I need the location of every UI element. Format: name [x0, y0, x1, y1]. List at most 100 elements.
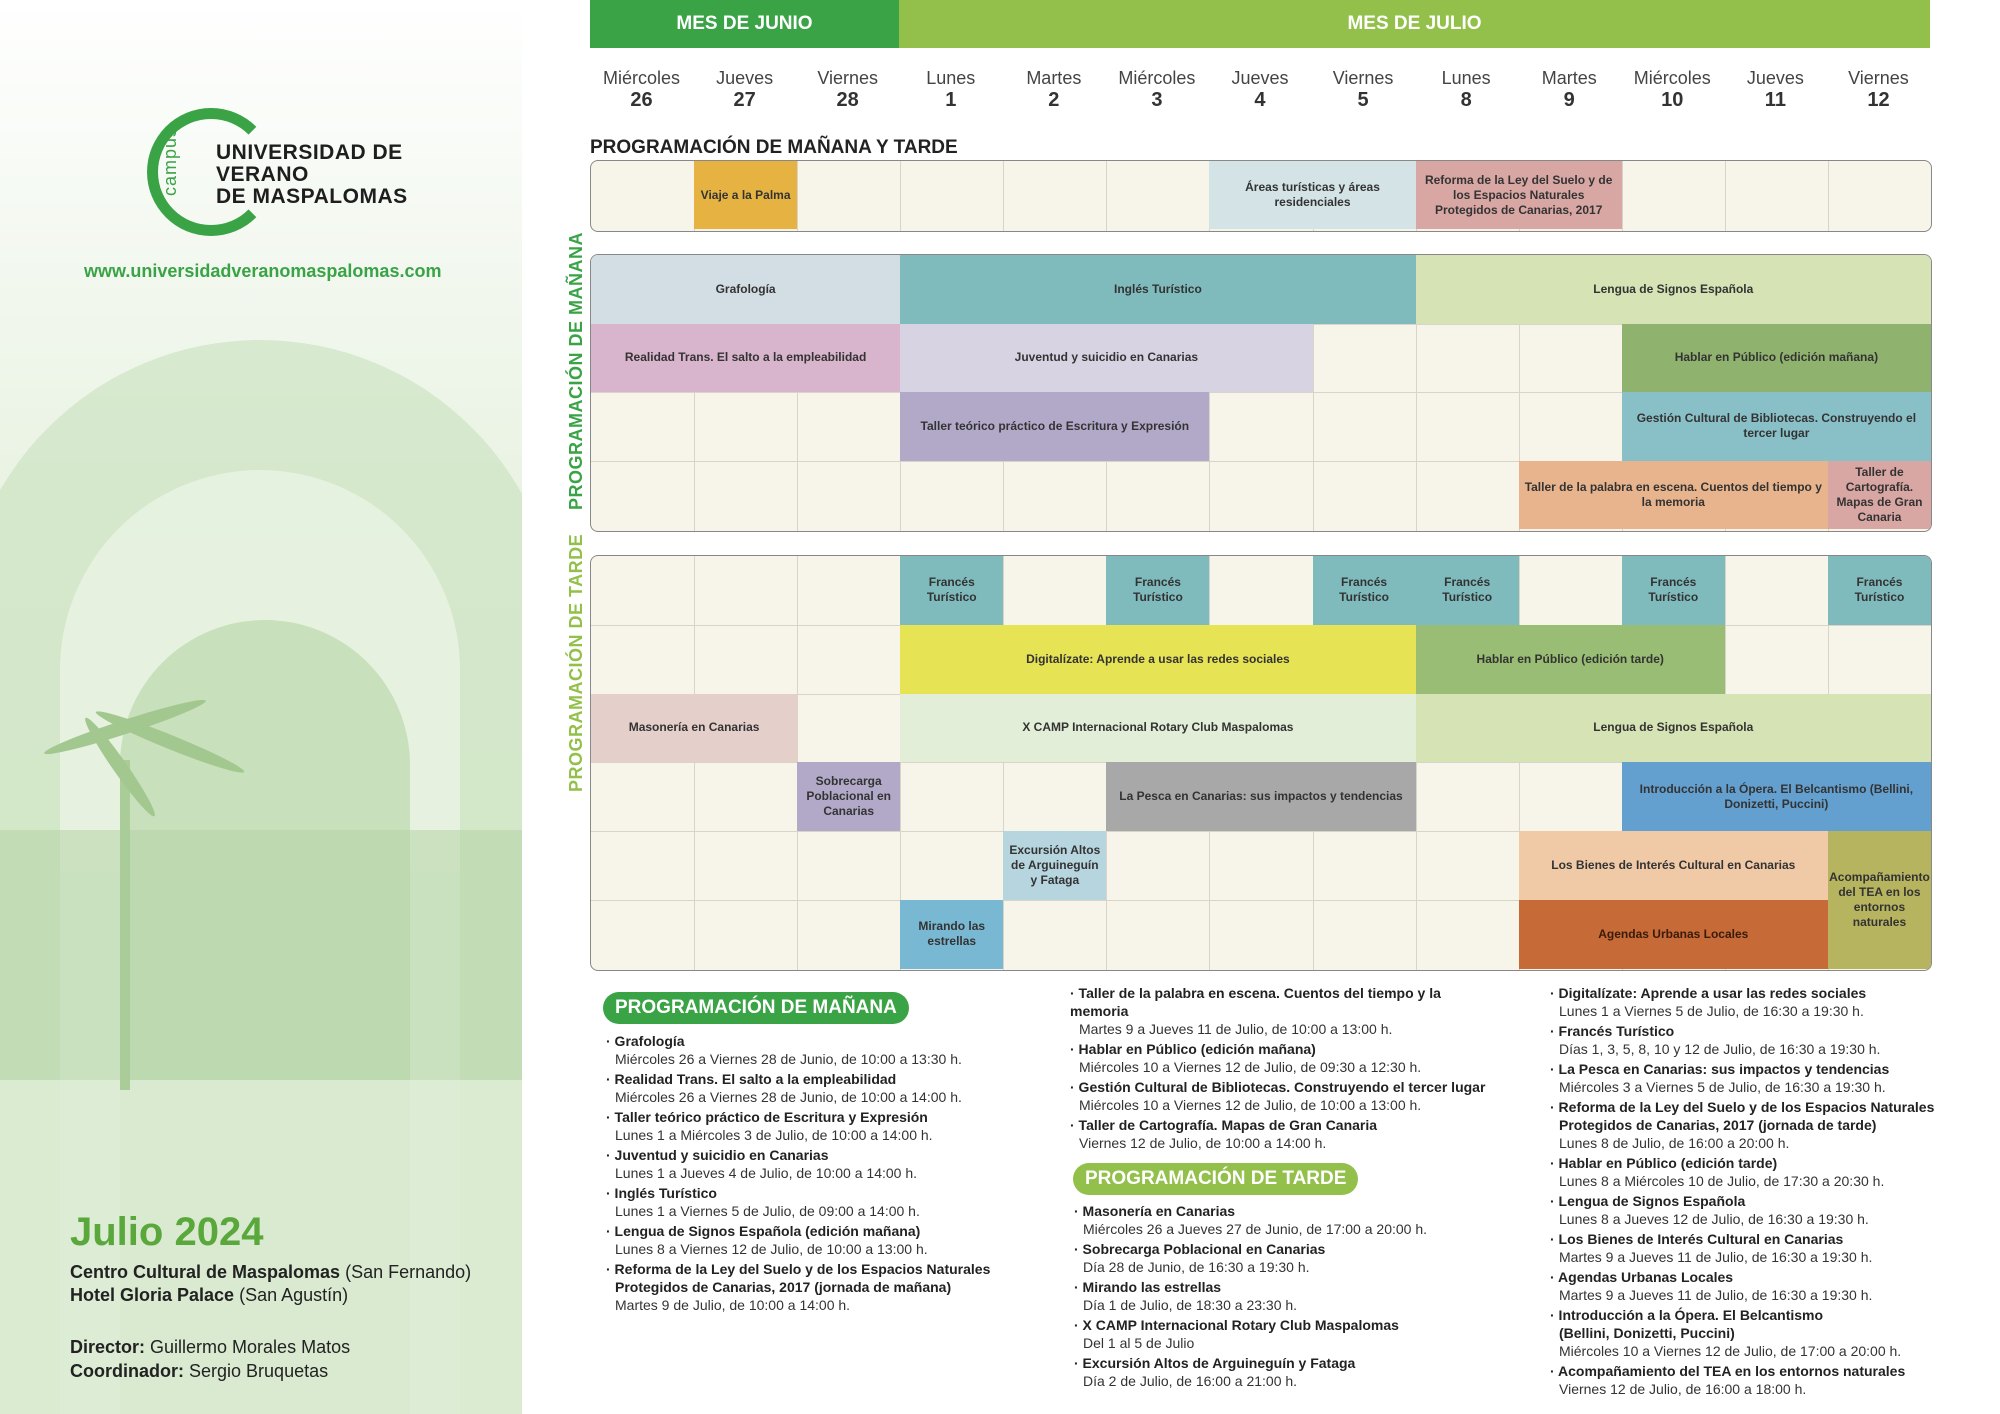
venue-1: Centro Cultural de Maspalomas (San Ferna… — [70, 1262, 471, 1283]
course-dates: Día 1 de Julio, de 18:30 a 23:30 h. — [1083, 1297, 1298, 1313]
day-number: 4 — [1254, 89, 1266, 111]
grid-line — [797, 255, 799, 531]
course-dates: Del 1 al 5 de Julio — [1083, 1335, 1195, 1351]
course-dates: Miércoles 26 a Jueves 27 de Junio, de 17… — [1083, 1221, 1428, 1237]
course-title-continued: Protegidos de Canarias, 2017 (jornada de… — [1559, 1117, 1877, 1133]
day-number: 10 — [1661, 89, 1684, 111]
course-title: · Agendas Urbanas Locales — [1550, 1269, 1734, 1285]
course-title: · Digitalízate: Aprende a usar las redes… — [1550, 985, 1867, 1001]
grid-line — [1724, 161, 1726, 231]
course-dates: Día 28 de Junio, de 16:30 a 19:30 h. — [1083, 1259, 1310, 1275]
afternoon-course-block: Excursión Altos de Arguineguín y Fataga — [1003, 831, 1107, 900]
palm-tree-icon — [120, 760, 130, 1090]
course-title-continued: (Bellini, Donizetti, Puccini) — [1559, 1325, 1735, 1341]
course-title: · X CAMP Internacional Rotary Club Maspa… — [1074, 1317, 1399, 1333]
course-title: · Gestión Cultural de Bibliotecas. Const… — [1070, 1079, 1486, 1095]
grid-line — [900, 161, 902, 231]
course-title: · Taller de la palabra en escena. Cuento… — [1070, 985, 1441, 1019]
course-title: · Taller de Cartografía. Mapas de Gran C… — [1070, 1117, 1378, 1133]
day-name: Miércoles — [1118, 68, 1196, 88]
morning-course-block: Lengua de Signos Española — [1415, 255, 1931, 324]
day-name: Viernes — [1848, 68, 1909, 88]
afternoon-course-block: Lengua de Signos Española — [1415, 693, 1931, 763]
coordinator-name: Sergio Bruquetas — [189, 1361, 329, 1381]
both-section-title: PROGRAMACIÓN DE MAÑANA Y TARDE — [590, 137, 958, 158]
course-title-continued: Protegidos de Canarias, 2017 (jornada de… — [615, 1279, 952, 1295]
logo-ring-icon — [147, 108, 275, 236]
course-dates: Lunes 1 a Viernes 5 de Julio, de 09:00 a… — [615, 1203, 920, 1219]
day-number: 2 — [1048, 89, 1060, 111]
grid-line — [1621, 161, 1623, 231]
course-dates: Viernes 12 de Julio, de 16:00 a 18:00 h. — [1559, 1381, 1807, 1397]
course-title: · Reforma de la Ley del Suelo y de los E… — [1550, 1099, 1935, 1115]
day-name: Lunes — [926, 68, 976, 88]
afternoon-course-block: Masonería en Canarias — [591, 693, 798, 763]
course-title: · Taller teórico práctico de Escritura y… — [606, 1109, 928, 1125]
grid-line — [591, 392, 1931, 393]
course-title: · Masonería en Canarias — [1074, 1203, 1236, 1219]
day-number: 27 — [733, 89, 756, 111]
course-dates: Lunes 8 de Julio, de 16:00 a 20:00 h. — [1559, 1135, 1790, 1151]
afternoon-course-block: Francés Turístico — [1312, 556, 1416, 625]
morning-course-block: Hablar en Público (edición mañana) — [1621, 323, 1931, 392]
logo-line-1: UNIVERSIDAD DE — [216, 141, 403, 164]
course-dates: Miércoles 3 a Viernes 5 de Julio, de 16:… — [1559, 1079, 1886, 1095]
course-dates: Martes 9 a Jueves 11 de Julio, de 16:30 … — [1559, 1287, 1873, 1303]
morning-details-title: PROGRAMACIÓN DE MAÑANA — [603, 992, 909, 1024]
course-title: · La Pesca en Canarias: sus impactos y t… — [1550, 1061, 1890, 1077]
grid-line — [591, 460, 1931, 462]
course-title: · Francés Turístico — [1550, 1023, 1675, 1039]
website-link[interactable]: www.universidadveranomaspalomas.com — [84, 261, 442, 281]
logo-campus-text: campus — [160, 126, 180, 196]
afternoon-course-block: Sobrecarga Poblacional en Canarias — [797, 762, 901, 832]
details-column-3: · Digitalízate: Aprende a usar las redes… — [1550, 984, 1970, 1400]
morning-course-block: Realidad Trans. El salto a la empleabili… — [591, 323, 901, 392]
month-july-header: MES DE JULIO — [899, 0, 1930, 48]
course-dates: Martes 9 de Julio, de 10:00 a 14:00 h. — [615, 1297, 851, 1313]
day-number: 28 — [836, 89, 859, 111]
course-dates: Martes 9 a Jueves 11 de Julio, de 16:30 … — [1559, 1249, 1873, 1265]
course-title: · Mirando las estrellas — [1074, 1279, 1222, 1295]
afternoon-course-block: Francés Turístico — [1415, 556, 1519, 625]
morning-course-block: Taller de Cartografía. Mapas de Gran Can… — [1827, 460, 1931, 529]
course-title: · Hablar en Público (edición mañana) — [1070, 1041, 1316, 1057]
grid-line — [1209, 255, 1211, 531]
afternoon-course-block: Agendas Urbanas Locales — [1518, 900, 1828, 969]
course-title: · Inglés Turístico — [606, 1185, 717, 1201]
cover-panel — [0, 0, 522, 1414]
day-name: Jueves — [1231, 68, 1289, 88]
grid-line — [1312, 255, 1314, 531]
day-name: Martes — [1026, 68, 1082, 88]
venue-2-name: Hotel Gloria Palace — [70, 1285, 235, 1305]
afternoon-course-block: Digitalízate: Aprende a usar las redes s… — [900, 624, 1416, 694]
ground-illustration — [0, 1080, 522, 1414]
course-dates: Miércoles 26 a Viernes 28 de Junio, de 1… — [615, 1051, 962, 1067]
course-title: · Los Bienes de Interés Cultural en Cana… — [1550, 1231, 1844, 1247]
afternoon-course-block: Hablar en Público (edición tarde) — [1415, 624, 1725, 694]
venue-2-place: (San Agustín) — [239, 1285, 349, 1305]
course-dates: Martes 9 a Jueves 11 de Julio, de 10:00 … — [1079, 1021, 1393, 1037]
grid-line — [797, 161, 799, 231]
grid-line — [591, 900, 1931, 901]
course-title: · Juventud y suicidio en Canarias — [606, 1147, 829, 1163]
coordinator: Coordinador: Sergio Bruquetas — [70, 1361, 328, 1382]
logo-line-3: DE MASPALOMAS — [216, 185, 408, 208]
director-label: Director: — [70, 1337, 146, 1357]
course-title: · Excursión Altos de Arguineguín y Fatag… — [1074, 1355, 1356, 1371]
course-title: · Lengua de Signos Española (edición mañ… — [606, 1223, 921, 1239]
course-title: · Sobrecarga Poblacional en Canarias — [1074, 1241, 1326, 1257]
day-name: Miércoles — [1633, 68, 1711, 88]
course-dates: Miércoles 10 a Viernes 12 de Julio, de 0… — [1079, 1059, 1422, 1075]
course-dates: Lunes 8 a Viernes 12 de Julio, de 10:00 … — [615, 1241, 928, 1257]
details-column-2-morning: · Taller de la palabra en escena. Cuento… — [1070, 984, 1490, 1154]
venue-1-place: (San Fernando) — [345, 1262, 472, 1282]
afternoon-course-block: Francés Turístico — [1621, 556, 1725, 625]
